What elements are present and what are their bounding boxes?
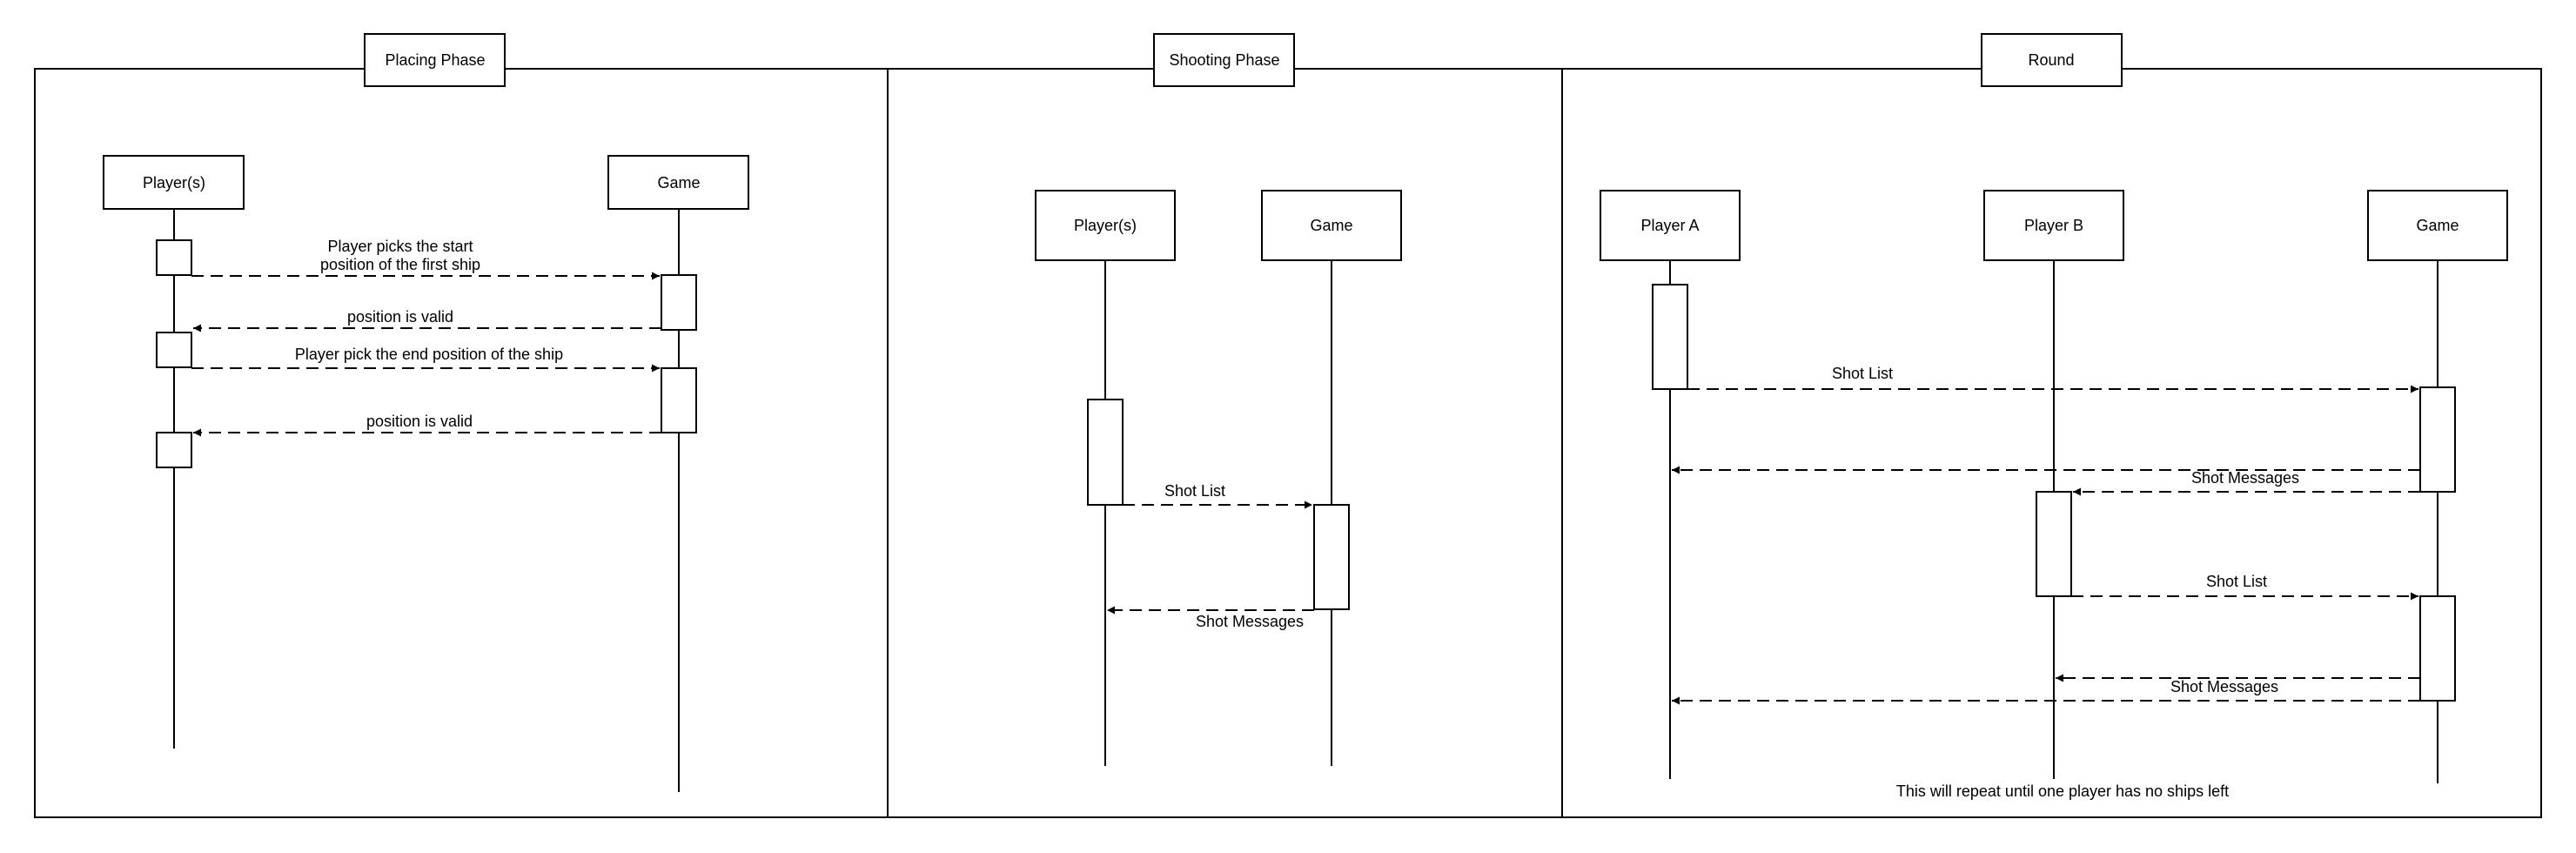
player-b-participant-label: Player B [2024, 217, 2083, 234]
game-activation [2419, 386, 2456, 493]
game-participant [607, 155, 749, 210]
player-b-activation [2036, 491, 2072, 597]
players-participant-label: Player(s) [143, 174, 205, 191]
game-participant [2367, 190, 2508, 261]
players-activation [156, 432, 192, 468]
player-a-participant [1600, 190, 1741, 261]
message-label: position of the first ship [320, 256, 480, 273]
game-activation [661, 367, 697, 433]
shooting-phase-title: Shooting Phase [1169, 51, 1279, 69]
game-participant-label: Game [2416, 217, 2459, 234]
round-title-box [1981, 33, 2123, 87]
game-participant-label: Game [657, 174, 700, 191]
player-a-activation [1652, 284, 1688, 390]
message-label: position is valid [366, 413, 473, 430]
message-label: Shot Messages [2170, 678, 2278, 695]
message-label: Shot List [1164, 482, 1225, 500]
message-label: Player pick the end position of the ship [295, 346, 563, 363]
repeat-note: This will repeat until one player has no… [1896, 782, 2229, 800]
message-label: Player picks the start [327, 238, 473, 255]
game-participant [1261, 190, 1402, 261]
player-a-participant-label: Player A [1640, 217, 1699, 234]
shooting-phase-title-box [1153, 33, 1295, 87]
players-activation [1087, 399, 1124, 506]
players-participant-label: Player(s) [1074, 217, 1137, 234]
players-participant [103, 155, 245, 210]
players-activation [156, 332, 192, 368]
message-label: Shot List [2206, 573, 2267, 590]
player-b-participant [1983, 190, 2124, 261]
round-frame [1561, 68, 2542, 818]
players-activation [156, 239, 192, 276]
game-activation [661, 274, 697, 331]
game-activation [2419, 595, 2456, 702]
message-label: Shot List [1832, 365, 1893, 382]
message-label: Shot Messages [1196, 613, 1304, 630]
round-title: Round [2028, 51, 2074, 69]
game-participant-label: Game [1310, 217, 1352, 234]
players-participant [1035, 190, 1176, 261]
shooting-phase-frame [887, 68, 1563, 818]
placing-phase-title: Placing Phase [385, 51, 485, 69]
message-label: position is valid [347, 308, 453, 326]
message-label: Shot Messages [2191, 469, 2299, 487]
game-activation [1313, 504, 1350, 610]
placing-phase-title-box [364, 33, 506, 87]
